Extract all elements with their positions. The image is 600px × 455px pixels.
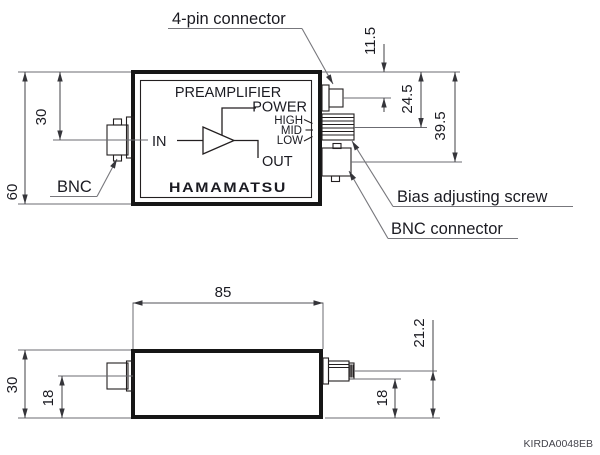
callout-bias-text: Bias adjusting screw xyxy=(397,188,547,206)
panel-gain-low-label: LOW xyxy=(277,135,303,147)
dim-60-value: 60 xyxy=(4,184,21,201)
gain-low-tick xyxy=(303,136,313,142)
dimension-connector-18: 18 xyxy=(374,379,398,418)
amplifier-triangle-symbol xyxy=(202,126,236,155)
front-view: PREAMPLIFIER POWER HIGH MID LOW IN OUT H… xyxy=(4,10,573,240)
side-enclosure-outline xyxy=(131,349,323,419)
dimension-input-offset-30: 30 xyxy=(33,72,63,140)
side-bnc-input xyxy=(58,360,134,392)
callout-four-pin-connector: 4-pin connector xyxy=(168,10,334,85)
bias-screw-knurl-lines xyxy=(322,116,354,136)
panel-out-label: OUT xyxy=(262,154,293,170)
panel-power-label: POWER xyxy=(252,100,307,116)
gain-high-tick xyxy=(303,119,313,124)
dim-width-30-value: 30 xyxy=(4,377,21,394)
dim-85-extension-lines xyxy=(132,302,324,349)
panel-title: PREAMPLIFIER xyxy=(175,85,281,101)
callout-four-pin-leader xyxy=(301,28,334,85)
callout-four-pin-text: 4-pin connector xyxy=(172,10,286,28)
bnc-output-connector xyxy=(321,142,462,183)
dim-18-left-value: 18 xyxy=(40,390,57,407)
callout-bnc-right-leader xyxy=(348,170,389,239)
dimension-width-30: 30 xyxy=(4,349,131,419)
dim-85-value: 85 xyxy=(215,284,232,301)
dim-18-right-value: 18 xyxy=(374,390,391,407)
dimension-four-pin-offset-11-5: 11.5 xyxy=(362,27,387,112)
callout-bnc-right-text: BNC connector xyxy=(391,220,503,238)
dimension-connector-21-2: 21.2 xyxy=(411,318,436,418)
panel-gain-high-label: HIGH xyxy=(274,115,303,127)
brand-logo-text: HAMAMATSU xyxy=(169,179,287,195)
drawing-code: KIRDA0048EB xyxy=(524,438,593,450)
four-pin-flange xyxy=(321,84,330,112)
bnc-output-body xyxy=(321,147,352,177)
bnc-output-top-nub xyxy=(332,142,342,150)
bnc-input-connector xyxy=(53,116,148,162)
bnc-input-top-nub xyxy=(112,118,123,126)
dim-24-5-value: 24.5 xyxy=(399,84,416,113)
dim-21-2-value: 21.2 xyxy=(411,318,428,347)
side-four-pin-flange xyxy=(322,357,330,385)
dim-39-5-value: 39.5 xyxy=(432,111,449,140)
callout-bias-leader xyxy=(351,140,394,207)
bnc-input-flange xyxy=(125,116,134,159)
bnc-input-bottom-nub xyxy=(112,154,123,162)
side-four-pin xyxy=(322,357,437,385)
dimension-input-18: 18 xyxy=(40,376,65,418)
side-view: 85 30 18 18 21.2 xyxy=(4,284,440,419)
dim-60-extension-lines xyxy=(18,71,131,205)
panel-gain-mid-label: MID xyxy=(281,125,302,137)
output-signal-line xyxy=(234,139,259,158)
callout-bnc-left-leader xyxy=(96,158,118,197)
side-four-pin-thread-lines xyxy=(349,364,354,378)
bnc-output-bottom-nub xyxy=(330,175,341,183)
dim-11-5-value: 11.5 xyxy=(362,27,379,55)
dimension-length-85: 85 xyxy=(132,284,324,349)
callout-bias-adjusting-screw: Bias adjusting screw xyxy=(351,140,573,208)
dimension-bias-offset-24-5: 24.5 xyxy=(399,72,424,128)
panel-in-label: IN xyxy=(152,134,167,150)
dimension-bnc-offset-39-5: 39.5 xyxy=(432,72,458,162)
callout-bnc-left: BNC xyxy=(50,158,118,198)
power-signal-line xyxy=(221,107,256,136)
four-pin-connector xyxy=(321,84,391,112)
callout-bnc-connector: BNC connector xyxy=(348,170,518,240)
front-panel-inner-frame xyxy=(139,79,313,199)
callout-bnc-left-text: BNC xyxy=(57,178,92,196)
dim-width-30-extension-lines xyxy=(18,349,131,419)
side-four-pin-contour-lines xyxy=(328,363,349,369)
bias-adjusting-screw xyxy=(321,113,427,141)
four-pin-body xyxy=(328,88,344,108)
dim-30-value: 30 xyxy=(33,109,50,126)
dimension-height-60: 60 xyxy=(4,71,131,205)
